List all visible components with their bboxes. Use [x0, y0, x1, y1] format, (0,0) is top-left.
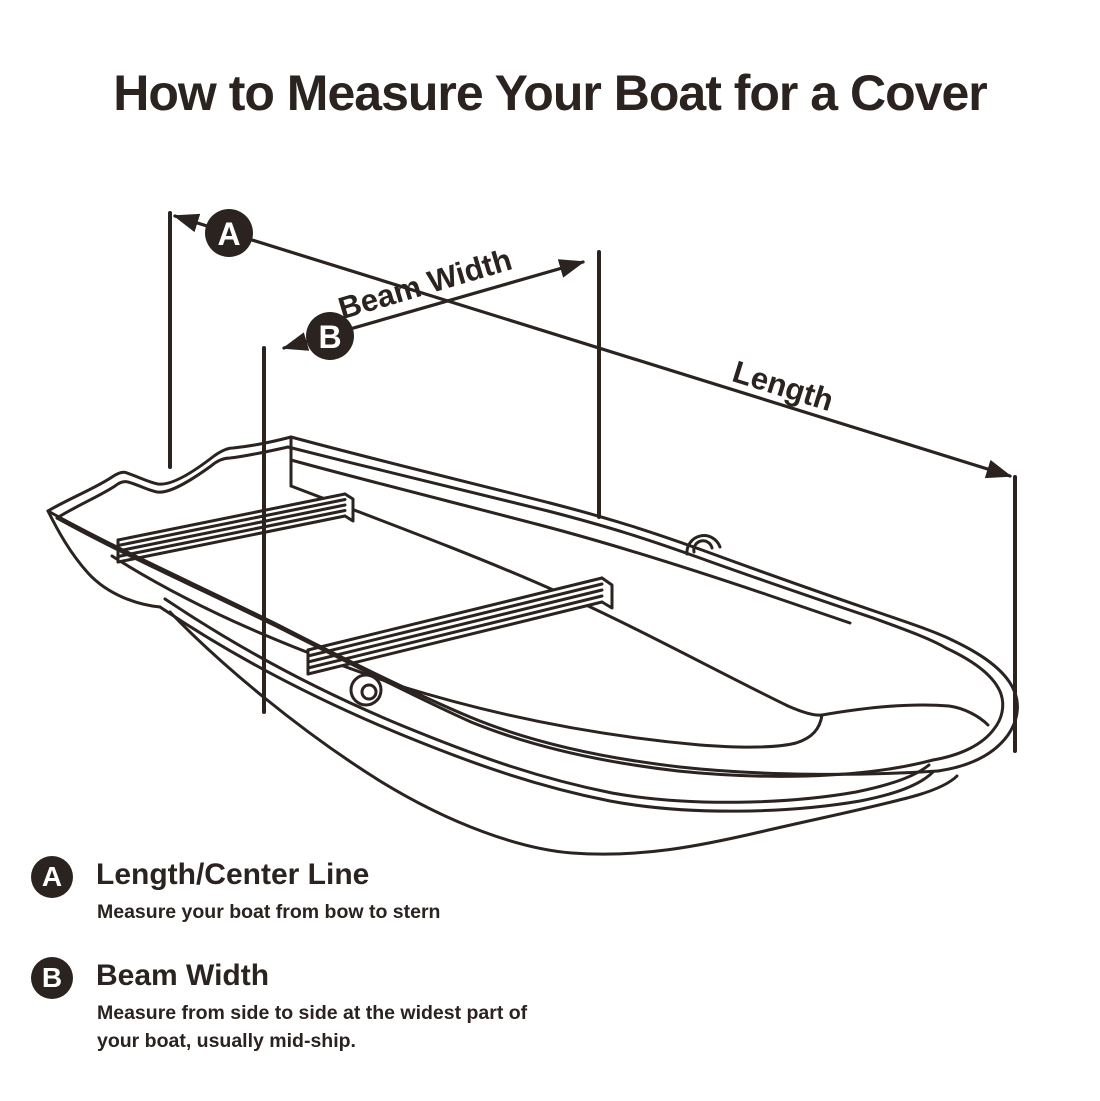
legend-description-beam-width: Measure from side to side at the widest …: [97, 1002, 528, 1052]
boat-bench-mid: [306, 576, 614, 676]
boat-floor-near-edge: [110, 554, 824, 749]
legend-badge-a: A: [31, 856, 73, 898]
boat-stern-side-curve: [46, 509, 162, 609]
legend-badge-b: B: [31, 957, 73, 999]
boat-near-gunwale-outer: [46, 509, 940, 776]
legend-heading-beam-width: Beam Width: [96, 959, 270, 992]
boat-far-inner-rail: [289, 458, 852, 625]
boat-chine-inner: [163, 597, 931, 804]
marker-badge-a: A: [205, 209, 253, 257]
boat-chine-outer: [158, 605, 935, 813]
legend-badge-a-letter: A: [41, 861, 63, 892]
page-title: How to Measure Your Boat for a Cover: [113, 65, 987, 121]
boat-bow-inner: [931, 646, 1005, 762]
boat-bow-stem-line: [820, 703, 990, 727]
marker-badge-b-letter: B: [318, 319, 341, 355]
legend-heading-length: Length/Center Line: [96, 858, 370, 891]
legend-description-length: Measure your boat from bow to stern: [97, 901, 441, 923]
boat-bench-stern: [116, 492, 355, 564]
boat-far-gunwale-inner: [286, 445, 948, 650]
boat-floor-far-edge: [289, 484, 824, 717]
legend-badge-b-letter: B: [41, 962, 63, 993]
oarlock-near-icon: [349, 673, 383, 707]
boat-near-gunwale-inner: [55, 516, 935, 778]
marker-badge-a-letter: A: [217, 216, 240, 252]
oarlock-far-icon: [685, 534, 722, 556]
boat-keel-bottom: [168, 610, 959, 856]
marker-badge-b: B: [306, 312, 354, 360]
